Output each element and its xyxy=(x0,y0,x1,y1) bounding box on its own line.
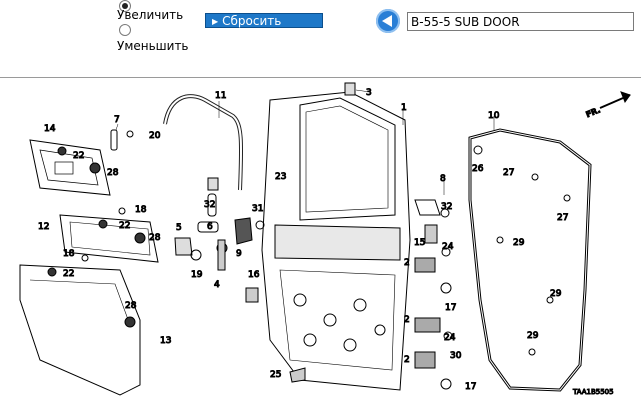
callout-9: 9 xyxy=(236,249,242,259)
door-frame-part-1 xyxy=(261,91,411,391)
back-arrow-icon[interactable] xyxy=(376,9,400,33)
callout-28a: 28 xyxy=(107,168,119,178)
callout-15: 15 xyxy=(414,238,425,248)
callout-16: 16 xyxy=(248,270,260,280)
zoom-in-label[interactable]: Увеличить xyxy=(117,8,184,22)
callout-32b: 32 xyxy=(441,202,452,212)
callout-14: 14 xyxy=(44,124,56,134)
callout-2b: 2 xyxy=(404,315,410,325)
callout-27b: 27 xyxy=(557,213,568,223)
weatherstrip-part-11 xyxy=(163,94,244,191)
callout-18b: 18 xyxy=(63,249,75,259)
diagram-frame xyxy=(0,77,641,412)
callout-10: 10 xyxy=(488,111,500,121)
callout-26: 26 xyxy=(472,164,484,174)
callout-24b: 24 xyxy=(444,333,456,343)
callout-12: 12 xyxy=(38,222,49,232)
callout-30: 30 xyxy=(450,351,462,361)
callout-27a: 27 xyxy=(503,168,514,178)
callout-17a: 17 xyxy=(445,303,456,313)
callout-7: 7 xyxy=(114,115,120,125)
garnish-part-12 xyxy=(59,214,159,263)
callout-23: 23 xyxy=(275,172,286,182)
callout-22b: 22 xyxy=(119,221,130,231)
callout-19: 19 xyxy=(191,270,203,280)
direction-label: FR. xyxy=(585,105,602,119)
callout-29a: 29 xyxy=(513,238,525,248)
reset-button-label: Сбросить xyxy=(222,14,282,28)
upper-trim-panel-part-14 xyxy=(29,139,111,196)
callout-1: 1 xyxy=(401,103,407,113)
actuator-part-9 xyxy=(234,217,253,245)
clip-part-7 xyxy=(110,129,118,151)
callout-6: 6 xyxy=(207,222,213,232)
zoom-out-radio[interactable] xyxy=(119,24,131,36)
callout-5: 5 xyxy=(176,223,182,233)
callout-4: 4 xyxy=(214,280,220,290)
zoom-out-label[interactable]: Уменьшить xyxy=(117,39,189,53)
callout-24a: 24 xyxy=(442,242,454,252)
callout-25: 25 xyxy=(270,370,281,380)
callout-18a: 18 xyxy=(135,205,147,215)
callout-11: 11 xyxy=(215,91,226,101)
callout-28c: 28 xyxy=(125,301,137,311)
callout-2c: 2 xyxy=(404,355,410,365)
callout-3: 3 xyxy=(366,88,372,98)
callout-28b: 28 xyxy=(149,233,161,243)
callout-2a: 2 xyxy=(404,258,410,268)
callout-22a: 22 xyxy=(73,151,84,161)
callout-31: 31 xyxy=(252,204,263,214)
callout-13: 13 xyxy=(160,336,171,346)
callout-29c: 29 xyxy=(527,331,539,341)
callout-29b: 29 xyxy=(550,289,562,299)
toolbar: Увеличить Уменьшить ▶Сбросить B-55-5 SUB… xyxy=(0,0,641,70)
play-icon: ▶ xyxy=(212,17,219,26)
bracket-part-6 xyxy=(197,221,219,233)
callout-20: 20 xyxy=(149,131,161,141)
reset-button[interactable]: ▶Сбросить xyxy=(205,13,323,28)
lower-trim-panel-part-13 xyxy=(19,264,141,396)
callout-8: 8 xyxy=(440,174,446,184)
zoom-in-radio[interactable] xyxy=(119,0,131,12)
hinge-part-5 xyxy=(174,237,193,256)
callout-22c: 22 xyxy=(63,269,74,279)
diagram-code: TAA1B5505 xyxy=(572,388,614,396)
callout-32a: 32 xyxy=(204,200,215,210)
callout-17b: 17 xyxy=(465,382,476,392)
page-title: B-55-5 SUB DOOR xyxy=(407,12,634,31)
